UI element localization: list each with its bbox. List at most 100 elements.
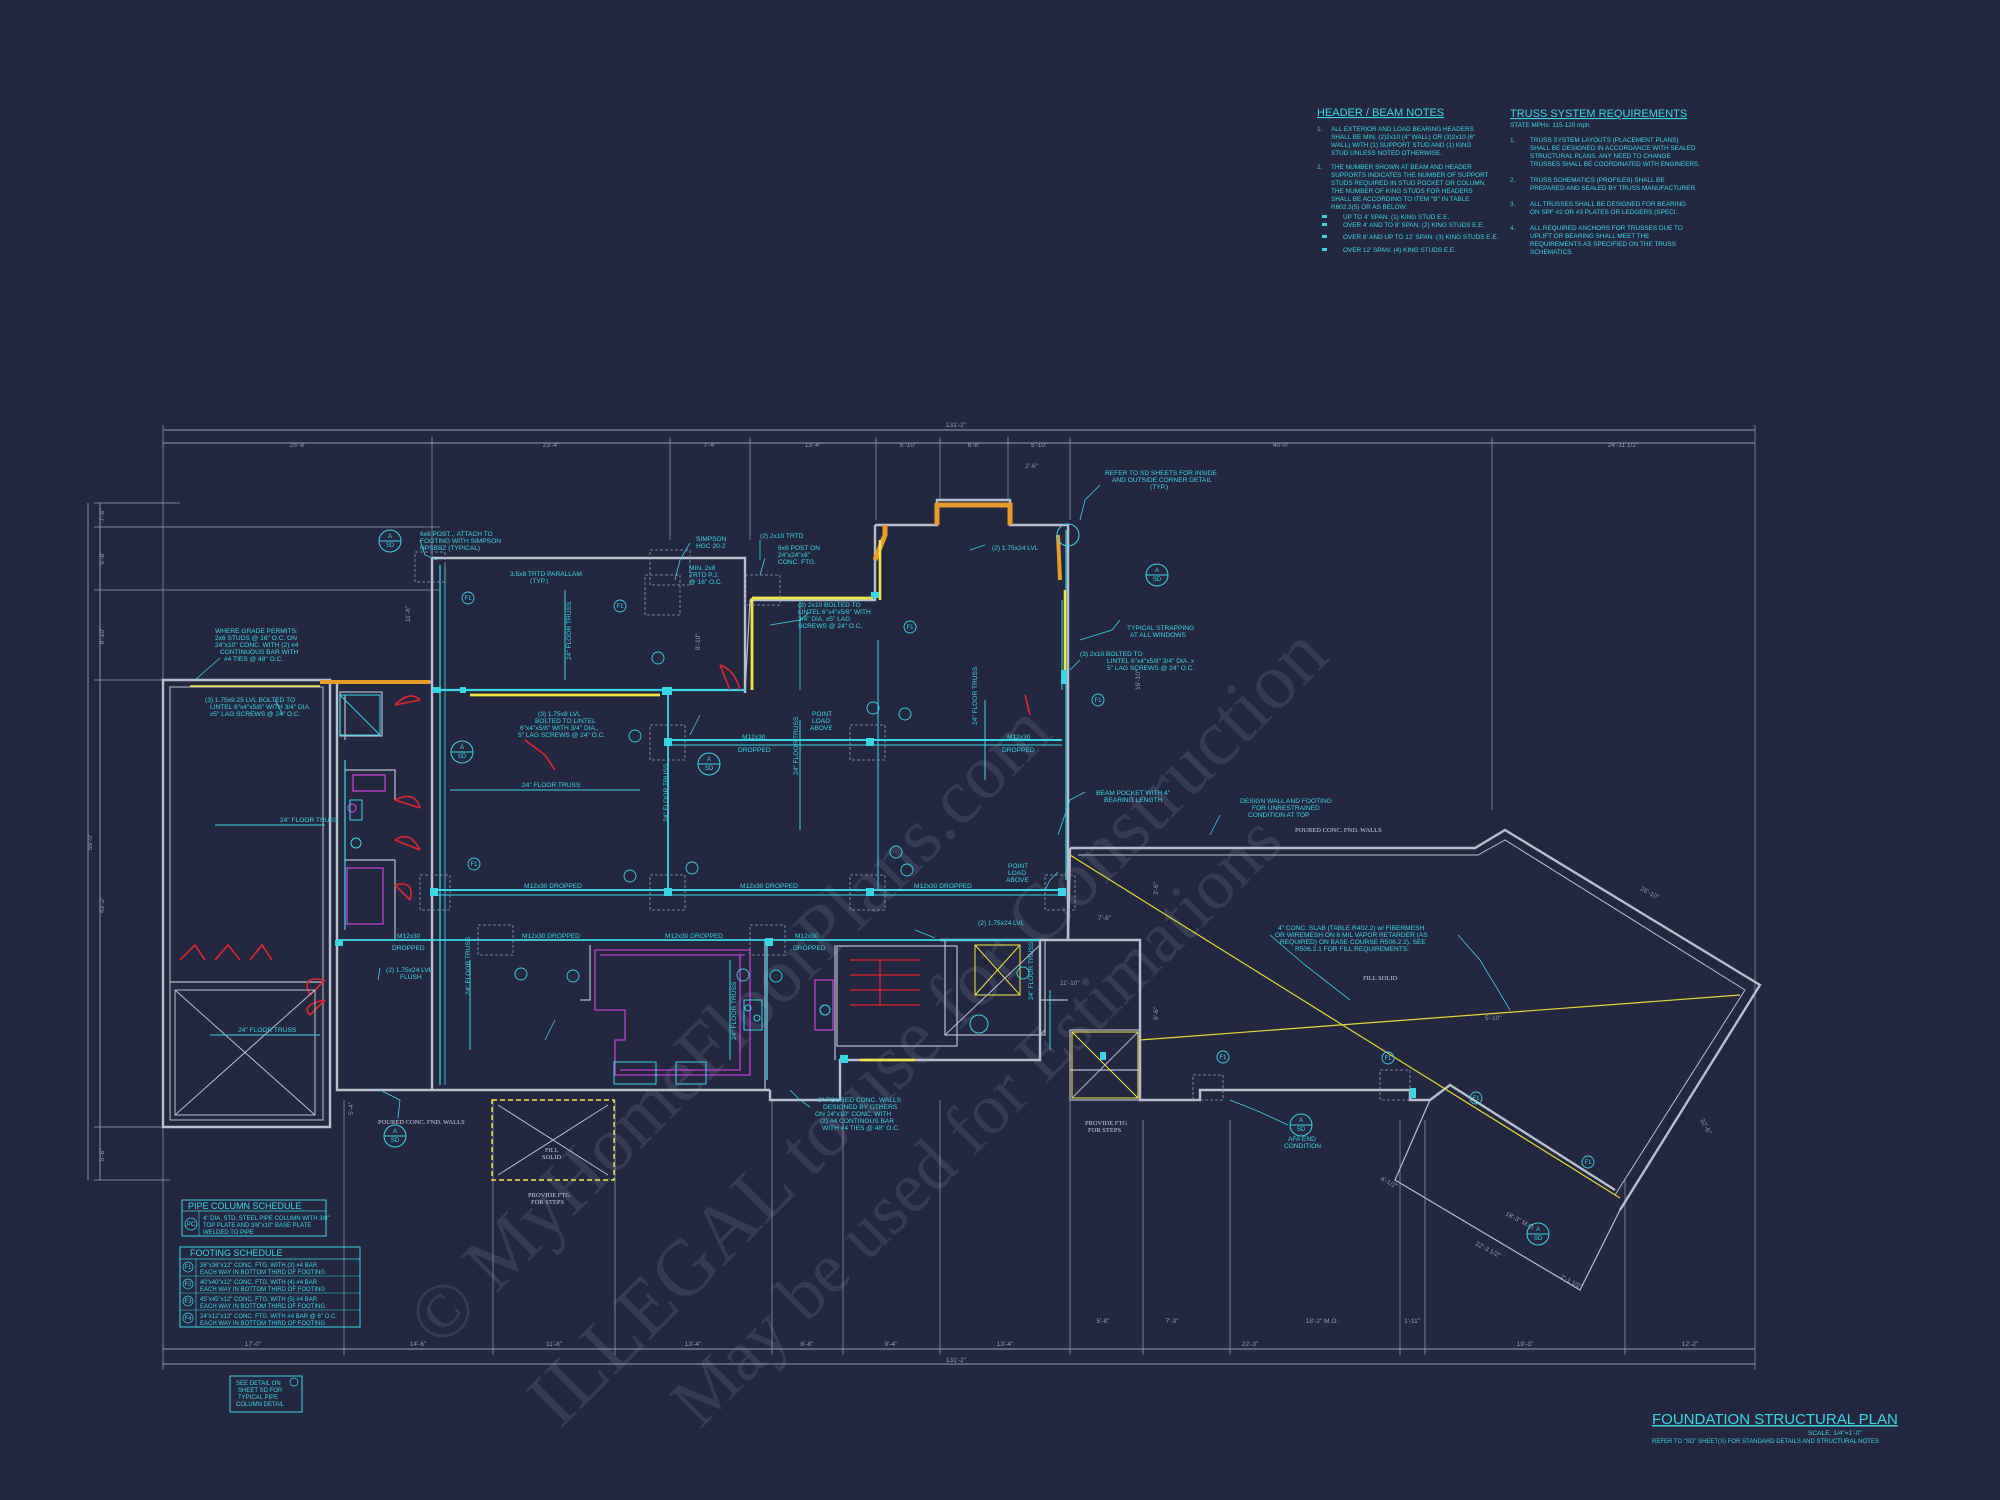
label-lvl-mid: 6"x4"x5/8" WITH 3/4" DIA., [520,725,599,732]
label-beam-dropped: M12x30 DROPPED [524,883,582,890]
truss-lines [210,590,1051,1060]
section-marker-sheet: SD [391,1138,400,1144]
label-beam-pocket: BEAM POCKET WITH 4" [1096,790,1171,797]
truss-note-line: PREPARED AND SEALED BY TRUSS MANUFACTURE… [1530,185,1697,192]
label-grade-note: CONTINUOUS BAR WITH [220,649,299,656]
truss-note-line: SCHEMATICS. [1530,249,1573,256]
footing-row-line: 45"x45"x12" CONC. FTG. WITH (5) #4 BAR [200,1297,318,1303]
label-poured-8: ON 24"x10" CONC. WITH [815,1111,891,1118]
label-floor-truss-vertical: 24" FLOOR TRUSS [972,666,979,725]
label-post-note: FOOTING WITH SIMPSON [420,538,501,545]
section-markers [378,523,1550,1246]
footing-row-line: EACH WAY IN BOTTOM THIRD OF FOOTING [200,1287,325,1293]
footing-schedule: FOOTING SCHEDULE F1 36"x36"x12" CONC. FT… [179,1246,361,1328]
truss-notes: TRUSS SYSTEM REQUIREMENTS STATE MPHs: 11… [1510,108,1700,256]
header-note-2-line: SUPPORTS INDICATES THE NUMBER OF SUPPORT [1331,172,1489,179]
header-bullet: OVER 8' AND UP TO 12' SPAN: (3) KING STU… [1343,234,1499,241]
pipe-tag: PC [187,1222,196,1228]
dim-misc: 7'-8" [1098,915,1112,922]
label-beam: DROPPED [1002,747,1035,754]
label-floor-truss: 24" FLOOR TRUSS [522,782,581,789]
dimension-lines [87,425,1756,1370]
label-poured-8: (2) #4 CONTINOUS BAR [820,1118,894,1125]
pipe-column-schedule: PIPE COLUMN SCHEDULE PC 4" DIA. STD. STE… [181,1199,330,1237]
dim-left: 56'-0" [87,833,94,850]
label-floor-truss: 24" FLOOR TRUSS [238,1027,297,1034]
footing-marker-labels: F1 F1 F1 F1 F1 F1 F1 F1 F1 [464,596,1592,1166]
label-bolted-2x10: 3/4" DIA. x5" LAG [798,616,850,623]
label-lvl-left: LINTEL 6"x4"x5/8" WITH 3/4" DIA. [210,704,311,711]
label-two-2x10: (2) 2x10 TRTD [760,533,804,540]
label-parallam: (TYP.) [530,578,548,585]
section-marker-label: A [1536,1227,1540,1233]
label-min-joist: MIN. 2x8 [689,565,716,572]
header-note-2-line: SHALL BE ACCORDING TO ITEM "B" IN TABLE [1331,196,1469,203]
section-marker-sheet: SD [1153,577,1162,583]
label-post-6x6: 24"x24"x8" [778,552,811,559]
dim-misc: 5'-4" [348,1101,355,1115]
label-floor-truss: 24" FLOOR TRUSS [280,817,339,824]
label-afa: AFA END [1288,1136,1316,1143]
dim-misc: 32'-6" [1698,1118,1712,1137]
label-slab: R506.2.1 FOR FILL REQUIREMENTS. [1295,946,1409,953]
drawing-scale: SCALE: 1/4"=1'-0" [1808,1430,1862,1437]
section-marker-label: A [393,1129,397,1135]
label-point-load: POINT [1008,863,1028,870]
label-fill: FILL [545,1147,559,1154]
label-min-joist: TRTD P.J. [689,572,719,579]
label-beam-dropped: M12x30 DROPPED [522,933,580,940]
truss-notes-title: TRUSS SYSTEM REQUIREMENTS [1510,108,1687,120]
truss-note-line: ALL REQUIRED ANCHORS FOR TRUSSES DUE TO [1530,225,1683,232]
dim-bottom: 22'-3" [1242,1341,1259,1348]
header-note-2-line: THE NUMBER OF KING STUDS FOR HEADERS [1331,188,1473,195]
label-lvl-mid: BOLTED TO LINTEL [535,718,596,725]
label-lvl-left: x5" LAG SCREWS @ 24" O.C. [210,711,301,718]
dim-top: 6'-8" [968,442,982,449]
header-bullet: OVER 12' SPAN: (4) KING STUDS E.E. [1343,247,1456,254]
dim-top: 25'-8" [290,442,307,449]
label-point-load: POINT [812,711,832,718]
section-marker-label: A [460,745,464,751]
dim-top: 5'-10" [900,442,917,449]
header-note-1-line: WALL) WITH (1) SUPPORT STUD AND (1) KING [1331,142,1472,149]
section-marker-sheet: SD [1297,1127,1306,1133]
truss-note-num: 3. [1510,201,1516,208]
footing-row-line: EACH WAY IN BOTTOM THIRD OF FOOTING [200,1321,325,1327]
title-block: FOUNDATION STRUCTURAL PLAN SCALE: 1/4"=1… [1652,1411,1898,1445]
section-marker-label: A [388,534,392,540]
label-provide-ftg: FOR STEPS [1088,1127,1121,1134]
label-bolted-right: 5" LAG SCREWS @ 24" O.C. [1107,665,1194,672]
drawing-note: REFER TO "SD" SHEET(S) FOR STANDARD DETA… [1652,1439,1879,1445]
footing-tag: F1 [1384,1056,1392,1062]
dim-top: 40'-0" [1273,442,1290,449]
label-fill: SOLID [542,1154,561,1161]
dim-left: 5'-6" [99,1148,106,1162]
dim-top: 13'-4" [805,442,822,449]
label-bolted-2x10: (3) 2x10 BOLTED TO [798,602,861,609]
pipe-row-line: TOP PLATE AND 3/8"x10" BASE PLATE [203,1223,311,1229]
label-slab: OR WIREMESH ON 6 MIL VAPOR RETARDER (AS [1275,932,1428,939]
door-swings [179,664,1031,1016]
section-marker-label: A [1155,568,1159,574]
label-simpson: SIMPSON [696,536,727,543]
section-marker-sheet: SD [1534,1236,1543,1242]
section-marker-sheet: SD [705,766,714,772]
dim-overall-bottom: 131'-2" [946,1357,967,1364]
header-note-1-num: 1. [1317,126,1323,133]
label-provide-ftg: PROVIDE FTG [1085,1120,1127,1127]
label-grade-note: WHERE GRADE PERMITS: [215,628,298,635]
header-beam-notes: HEADER / BEAM NOTES 1. ALL EXTERIOR AND … [1317,107,1499,254]
label-post-note: HPSBBZ (TYPICAL) [420,545,480,552]
label-floor-truss-vertical: 24" FLOOR TRUSS [663,763,670,822]
plumbing-fixtures [346,774,834,1076]
header-bullet: UP TO 4' SPAN: (1) KING STUD E.E. [1343,214,1449,221]
header-note-1-line: SHALL BE MIN. (2)2x10 (4" WALL) OR (3)2x… [1331,134,1475,141]
label-lvl-flush: FLUSH [400,974,422,981]
leader-lines [194,484,1511,1126]
header-note-2-num: 2. [1317,164,1323,171]
header-bullet: OVER 4' AND TO 8' SPAN: (2) KING STUDS E… [1343,222,1485,229]
label-grade-note: #4 TIES @ 48" O.C. [224,656,283,663]
label-slab: REQUIRED) ON BASE COURSE R506.2.2). SEE [1280,939,1426,946]
footing-tag: F1 [906,625,914,631]
drawing-title: FOUNDATION STRUCTURAL PLAN [1652,1411,1898,1428]
